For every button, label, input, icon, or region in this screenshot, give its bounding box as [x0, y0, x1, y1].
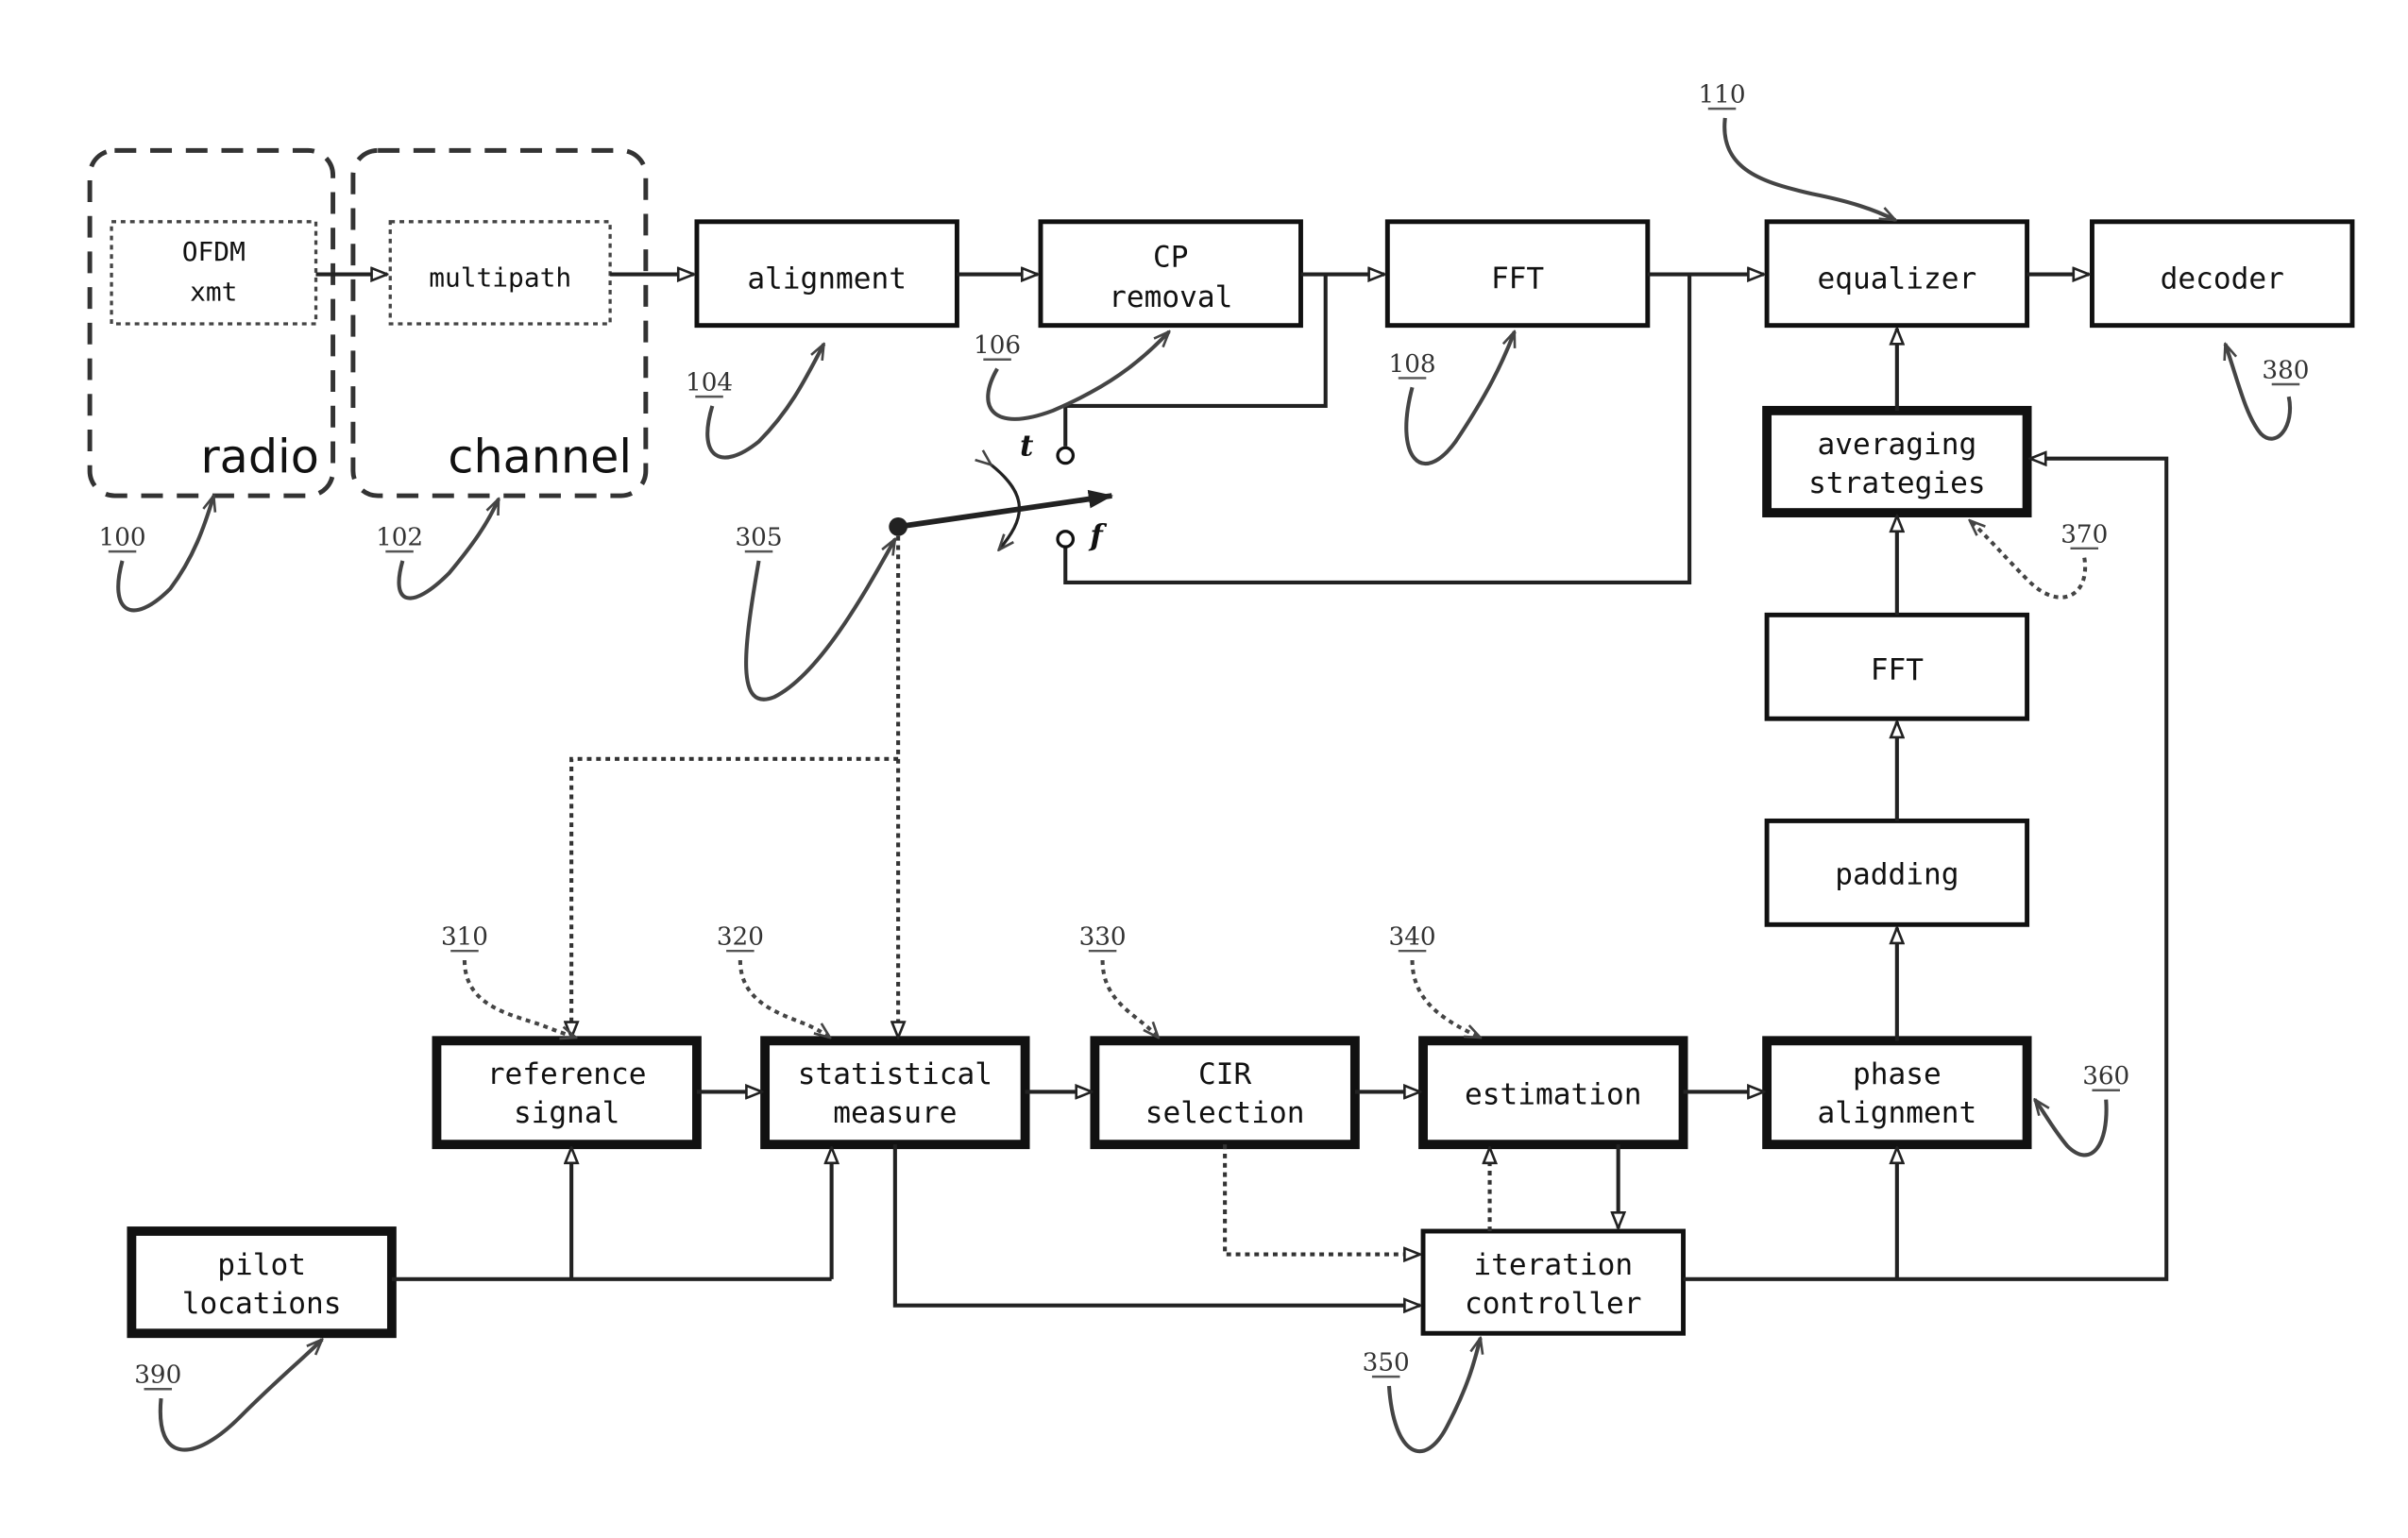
equalizer-label: equalizer: [1817, 262, 1976, 296]
iteration-controller-label-2: controller: [1465, 1287, 1641, 1321]
statistical-measure-label-1: statistical: [798, 1057, 992, 1091]
padding-block: padding: [1767, 820, 2026, 924]
fft-right-label: FFT: [1871, 653, 1924, 687]
phase-alignment-label-2: alignment: [1817, 1096, 1976, 1130]
pilot-locations-block: pilot locations: [131, 1231, 391, 1333]
ref-310: 310: [441, 923, 488, 952]
cir-selection-label-2: selection: [1145, 1096, 1305, 1130]
ref-350: 350: [1363, 1349, 1410, 1377]
statistical-measure-label-2: measure: [833, 1096, 957, 1130]
decoder-block: decoder: [2092, 222, 2351, 326]
pilot-locations-label-2: locations: [182, 1287, 342, 1321]
averaging-strategies-label-1: averaging: [1817, 428, 1976, 462]
decoder-label: decoder: [2161, 262, 2284, 296]
equalizer-block: equalizer: [1767, 222, 2026, 326]
multipath-label: multipath: [429, 262, 571, 294]
reference-signal-label-1: reference: [487, 1057, 647, 1091]
ofdm-xmt-label-2: xmt: [190, 276, 237, 307]
cp-removal-label-2: removal: [1109, 280, 1232, 314]
ofdm-xmt-label-1: OFDM: [182, 236, 246, 267]
reference-signal-block: reference signal: [436, 1040, 696, 1144]
estimation-label: estimation: [1465, 1078, 1641, 1112]
alignment-block: alignment: [697, 222, 957, 326]
radio-container: OFDM xmt radio: [90, 150, 332, 496]
phase-alignment-label-1: phase: [1853, 1057, 1942, 1091]
ref-104: 104: [686, 369, 733, 397]
padding-label: padding: [1835, 858, 1959, 892]
iteration-controller-label-1: iteration: [1473, 1248, 1633, 1282]
ref-320: 320: [717, 923, 764, 952]
ref-305: 305: [736, 524, 783, 552]
cp-removal-label-1: CP: [1153, 240, 1189, 274]
ref-108: 108: [1389, 350, 1436, 379]
cir-selection-block: CIR selection: [1094, 1040, 1354, 1144]
ref-380: 380: [2262, 356, 2309, 384]
time-frequency-switch: t f: [889, 429, 1111, 552]
averaging-strategies-label-2: strategies: [1808, 466, 1985, 500]
ref-390: 390: [134, 1361, 181, 1390]
ref-360: 360: [2082, 1062, 2129, 1090]
ref-110: 110: [1699, 81, 1746, 110]
switch-f-label: f: [1088, 519, 1107, 553]
fft-top-block: FFT: [1387, 222, 1647, 326]
channel-container: multipath channel: [353, 150, 646, 496]
radio-label: radio: [200, 429, 318, 483]
alignment-label: alignment: [747, 262, 907, 296]
cir-selection-label-1: CIR: [1198, 1057, 1251, 1091]
fft-right-block: FFT: [1767, 615, 2026, 718]
statistical-measure-block: statistical measure: [765, 1040, 1025, 1144]
fft-top-label: FFT: [1491, 262, 1544, 296]
averaging-strategies-block: averaging strategies: [1767, 411, 2026, 513]
estimation-block: estimation: [1423, 1040, 1683, 1144]
cp-removal-block: CP removal: [1041, 222, 1300, 326]
pilot-locations-label-1: pilot: [217, 1248, 306, 1282]
ref-100: 100: [99, 524, 146, 552]
iteration-controller-block: iteration controller: [1423, 1231, 1683, 1333]
phase-alignment-block: phase alignment: [1767, 1040, 2026, 1144]
switch-t-label: t: [1020, 429, 1034, 463]
channel-label: channel: [448, 429, 632, 483]
ref-106: 106: [974, 331, 1021, 360]
ref-340: 340: [1389, 923, 1436, 952]
ref-102: 102: [376, 524, 423, 552]
ref-330: 330: [1079, 923, 1127, 952]
reference-signal-label-2: signal: [514, 1096, 619, 1130]
ref-370: 370: [2060, 520, 2108, 549]
